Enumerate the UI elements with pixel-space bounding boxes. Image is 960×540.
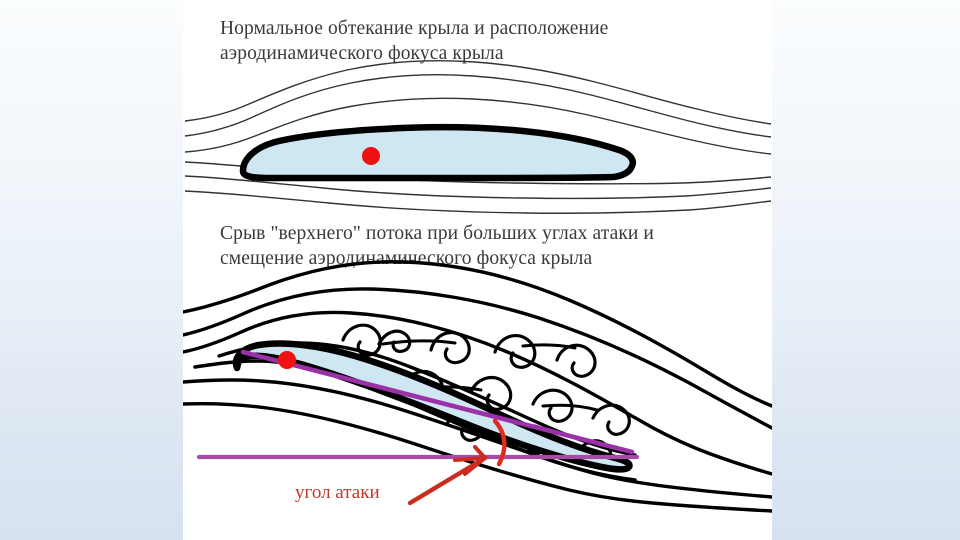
caption-stalled-flow: Срыв "верхнего" потока при больших углах… — [220, 223, 654, 269]
figure-normal-flow — [184, 60, 772, 214]
chord-line — [240, 349, 635, 455]
aerodynamic-center-dot-stalled — [278, 351, 296, 369]
content-panel: Нормальное обтекание крыла и расположени… — [183, 0, 772, 540]
angle-of-attack-arrow — [407, 445, 488, 506]
aerodynamic-center-dot-normal — [362, 147, 380, 165]
airfoil-normal — [239, 124, 637, 182]
streamlines-below-stalled — [183, 378, 772, 513]
angle-of-attack-label: угол атаки — [295, 482, 380, 503]
angle-of-attack-arc — [492, 418, 507, 467]
figure-stalled-flow — [183, 260, 772, 513]
streamlines-above-normal — [184, 60, 772, 155]
streamlines-outer-stalled — [183, 260, 772, 476]
caption-normal-flow: Нормальное обтекание крыла и расположени… — [220, 18, 609, 64]
